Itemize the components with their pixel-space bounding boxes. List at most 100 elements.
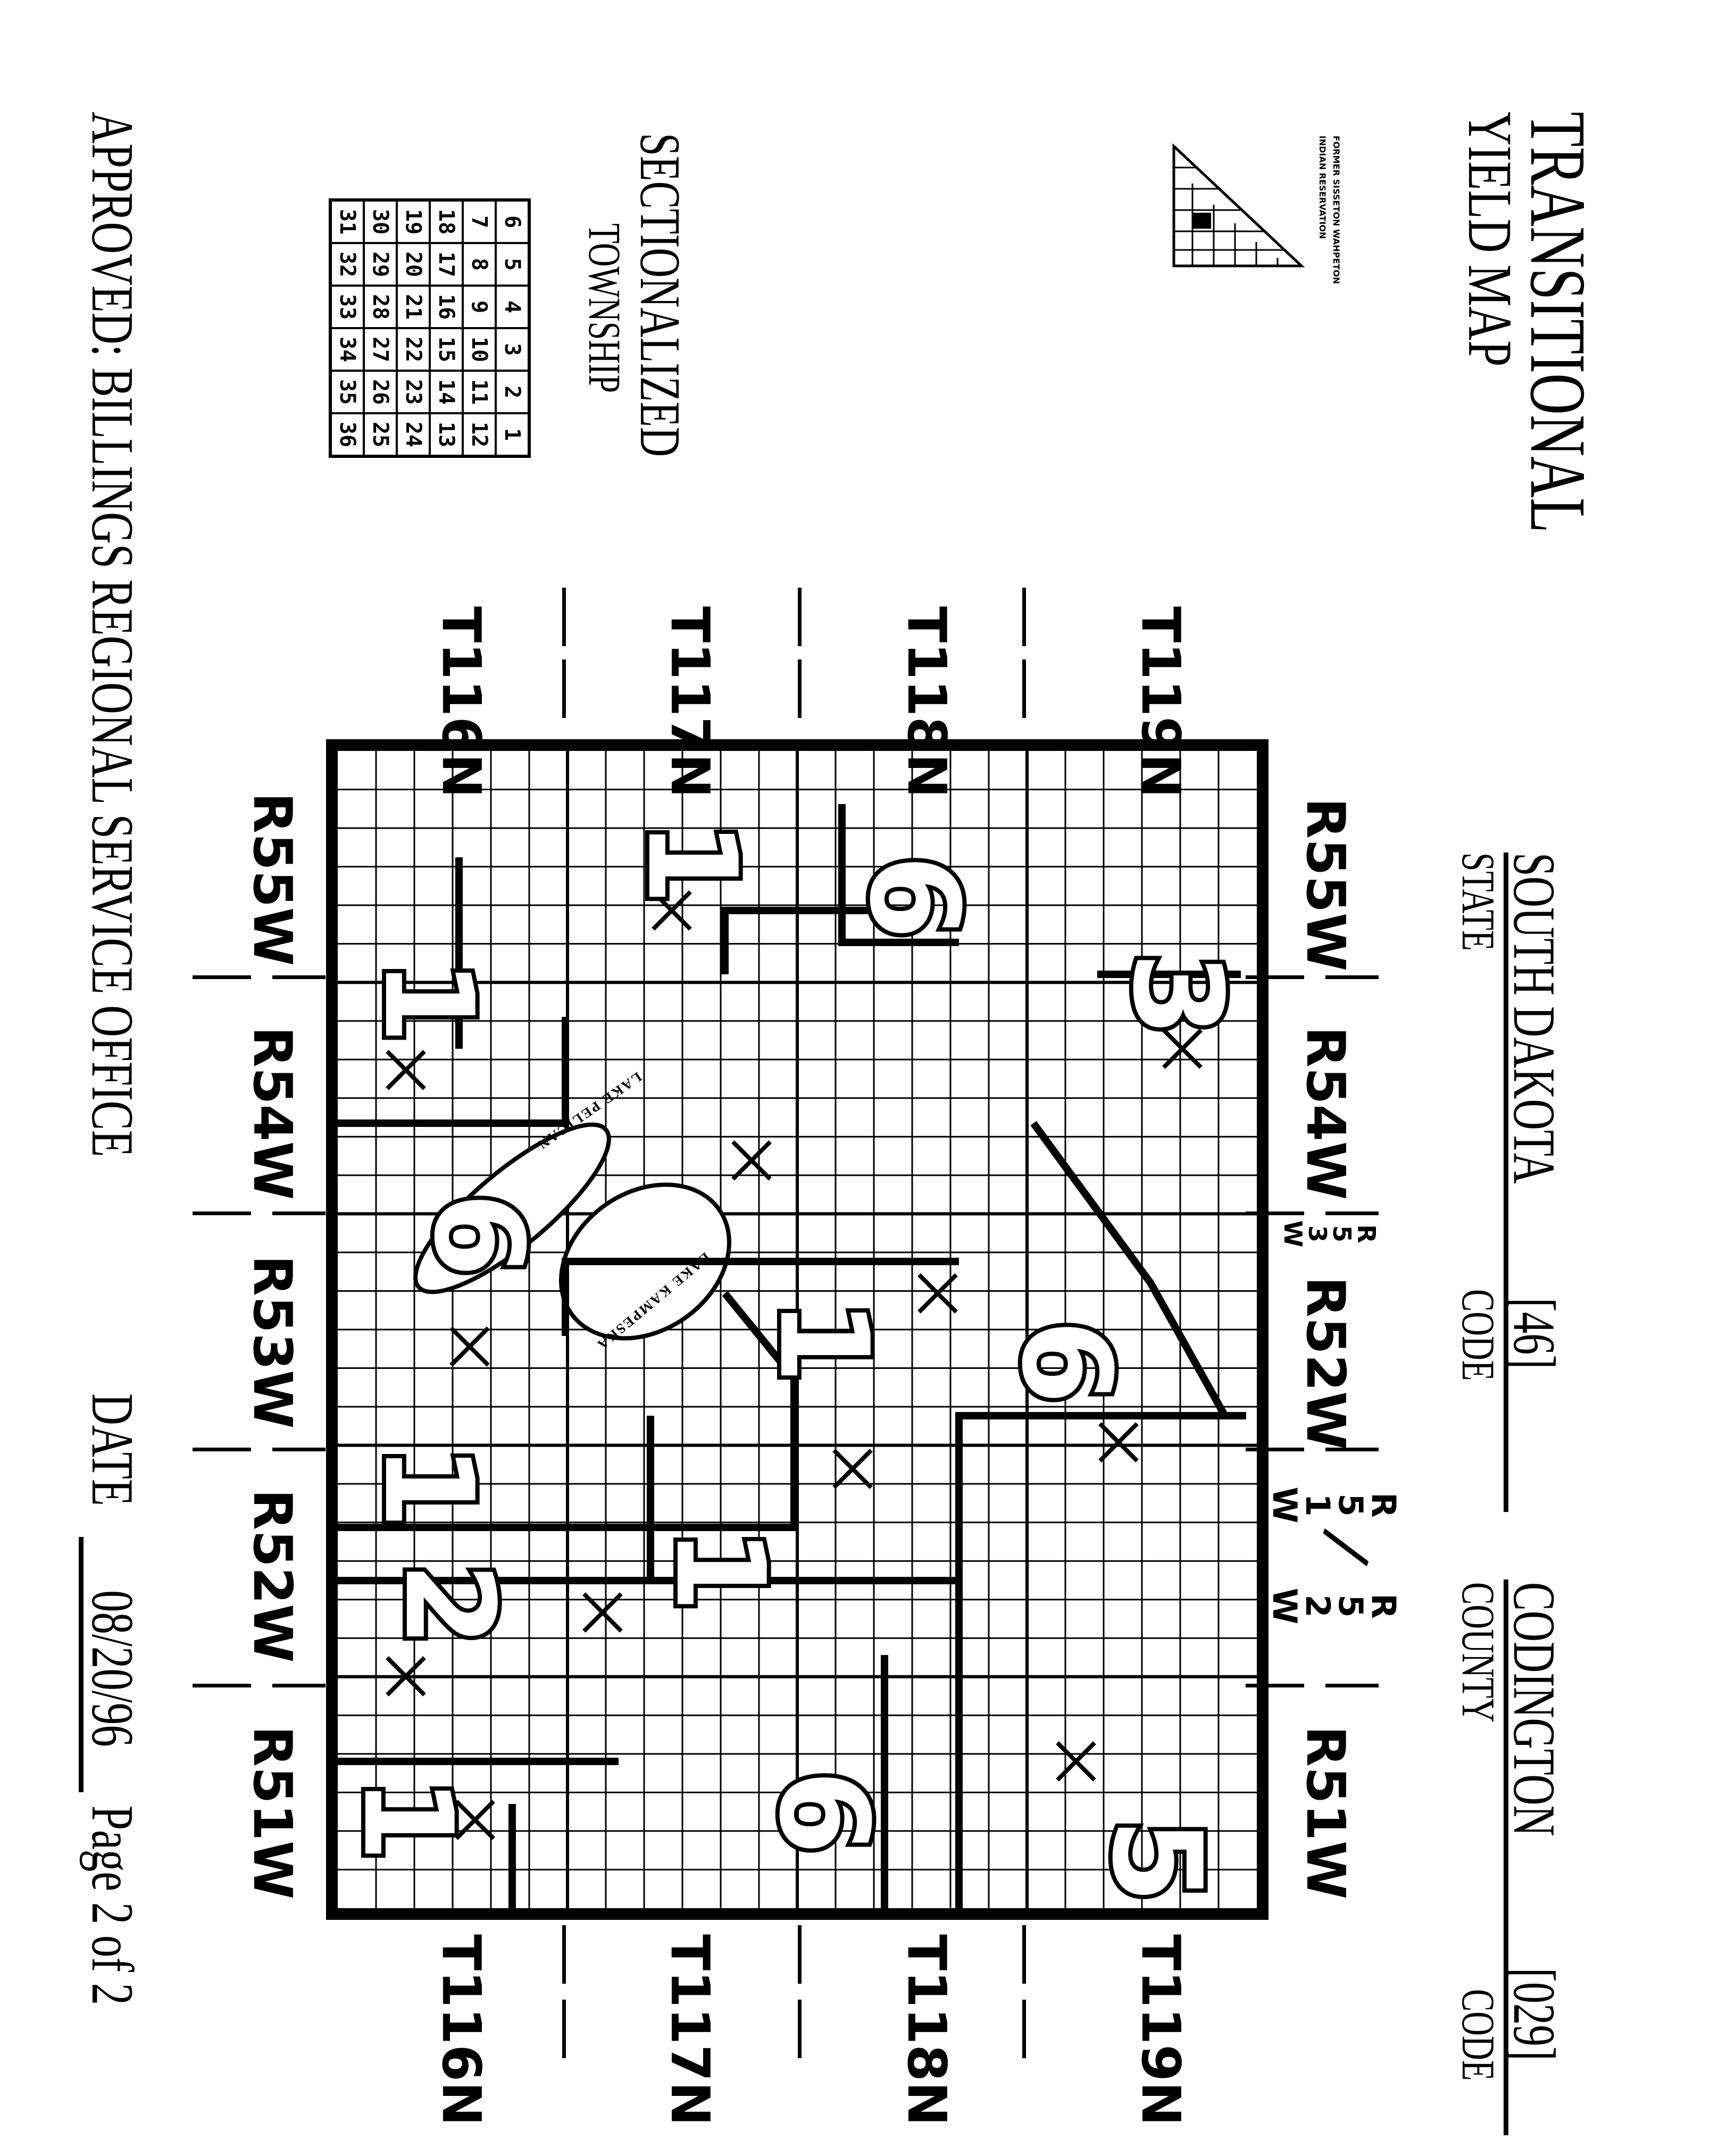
yield-zone-number: 1 xyxy=(353,955,503,1048)
section-number-cell: 19 xyxy=(397,200,430,243)
county-code: [029] xyxy=(1501,1968,1567,2061)
township-label-right: T116N xyxy=(430,1934,493,2126)
x-mark-icon xyxy=(1162,1029,1203,1069)
state-underline xyxy=(1504,853,1508,1512)
township-divider xyxy=(798,588,802,646)
section-number-cell: 30 xyxy=(364,200,397,243)
township-label-right: T119N xyxy=(1130,1934,1192,2126)
section-number-cell: 24 xyxy=(397,413,430,456)
yield-zone-number: 6 xyxy=(838,850,989,944)
reservation-map-icon xyxy=(1172,143,1305,268)
range-divider xyxy=(193,1684,251,1687)
township-label-right: T118N xyxy=(896,1934,958,2126)
range-divider xyxy=(1325,975,1379,979)
title-line-2: YIELD MAP xyxy=(1455,112,1525,367)
state-name: SOUTH DAKOTA xyxy=(1501,853,1567,1184)
x-mark-icon xyxy=(386,1050,426,1090)
yield-zone-boundary xyxy=(721,907,911,974)
section-number-cell: 8 xyxy=(463,243,496,286)
yield-zone-number: 6 xyxy=(748,1766,898,1859)
section-number-cell: 6 xyxy=(496,200,529,243)
range-divider xyxy=(193,1211,251,1215)
yield-zone-number: 6 xyxy=(403,1188,553,1282)
township-divider xyxy=(798,2000,802,2058)
section-number-cell: 35 xyxy=(330,371,364,413)
range-top-r55w: R55W xyxy=(1295,798,1357,972)
section-number-cell: 14 xyxy=(430,371,463,413)
date-value: 08/20/96 xyxy=(79,1590,145,1747)
section-number-cell: 36 xyxy=(330,413,364,456)
section-number-cell: 16 xyxy=(430,286,463,328)
section-number-cell: 11 xyxy=(463,371,496,413)
yield-zone-number: 1 xyxy=(644,1523,795,1617)
range-bottom-r55w: R55W xyxy=(241,792,304,966)
yield-zone-number: 1 xyxy=(332,1773,482,1866)
township-divider xyxy=(562,1925,566,1984)
range-divider xyxy=(1325,1211,1379,1215)
section-number-cell: 3 xyxy=(496,328,529,371)
range-divider xyxy=(272,1448,326,1451)
section-number-cell: 5 xyxy=(496,243,529,286)
approved-by: APPROVED: BILLINGS REGIONAL SERVICE OFFI… xyxy=(79,112,145,1157)
lake-pelican xyxy=(413,1122,611,1294)
township-divider xyxy=(562,588,566,646)
logo-caption-2: INDIAN RESERVATION xyxy=(1317,136,1328,239)
section-number-cell: 34 xyxy=(330,328,364,371)
x-mark-icon xyxy=(582,1592,623,1633)
x-mark-icon xyxy=(917,1273,958,1314)
county-underline xyxy=(1504,1580,1508,2135)
section-number-cell: 32 xyxy=(330,243,364,286)
range-top-r53w-stacked: R 5 3 W xyxy=(1279,1220,1381,1248)
section-number-cell: 25 xyxy=(364,413,397,456)
range-bottom-r53w: R53W xyxy=(241,1255,304,1429)
date-label: DATE xyxy=(79,1393,145,1506)
section-number-cell: 18 xyxy=(430,200,463,243)
x-mark-icon xyxy=(449,1326,490,1367)
yield-zone-boundary xyxy=(338,1291,798,1531)
x-mark-icon xyxy=(1056,1741,1096,1782)
section-number-cell: 31 xyxy=(330,200,364,243)
range-bottom-r54w: R54W xyxy=(241,1026,304,1200)
range-divider xyxy=(272,975,326,979)
township-divider xyxy=(1022,2000,1026,2058)
section-number-cell: 7 xyxy=(463,200,496,243)
range-divider xyxy=(1325,1684,1379,1687)
yield-zone-boundary xyxy=(1030,1121,1229,1418)
reservation-logo: FORMER SISSETON WAHPETON INDIAN RESERVAT… xyxy=(1161,136,1341,284)
section-number-cell: 21 xyxy=(397,286,430,328)
section-number-cell: 10 xyxy=(463,328,496,371)
yield-zone-boundary xyxy=(562,1258,959,1336)
section-number-cell: 20 xyxy=(397,243,430,286)
section-number-cell: 28 xyxy=(364,286,397,328)
yield-zone-boundary xyxy=(338,1017,569,1127)
date-underline xyxy=(79,1537,84,1792)
yield-zone-number: 1 xyxy=(616,816,766,909)
x-mark-icon xyxy=(652,890,692,931)
section-number-cell: 12 xyxy=(463,413,496,456)
range-divider xyxy=(193,975,251,979)
township-divider xyxy=(798,1925,802,1984)
section-number-cell: 4 xyxy=(496,286,529,328)
section-number-cell: 2 xyxy=(496,371,529,413)
range-divider xyxy=(1325,1448,1379,1451)
township-divider xyxy=(1022,659,1026,718)
section-number-cell: 17 xyxy=(430,243,463,286)
x-mark-icon xyxy=(1098,1422,1139,1463)
section-number-cell: 1 xyxy=(496,413,529,456)
section-number-cell: 9 xyxy=(463,286,496,328)
yield-zone-number: 2 xyxy=(373,1558,524,1651)
section-grid-map xyxy=(338,751,1257,1908)
yield-zone-number: 3 xyxy=(1102,948,1252,1041)
section-number-cell: 27 xyxy=(364,328,397,371)
page-number: Page 2 of 2 xyxy=(79,1806,145,2005)
county-code-label: CODE xyxy=(1452,1989,1504,2081)
